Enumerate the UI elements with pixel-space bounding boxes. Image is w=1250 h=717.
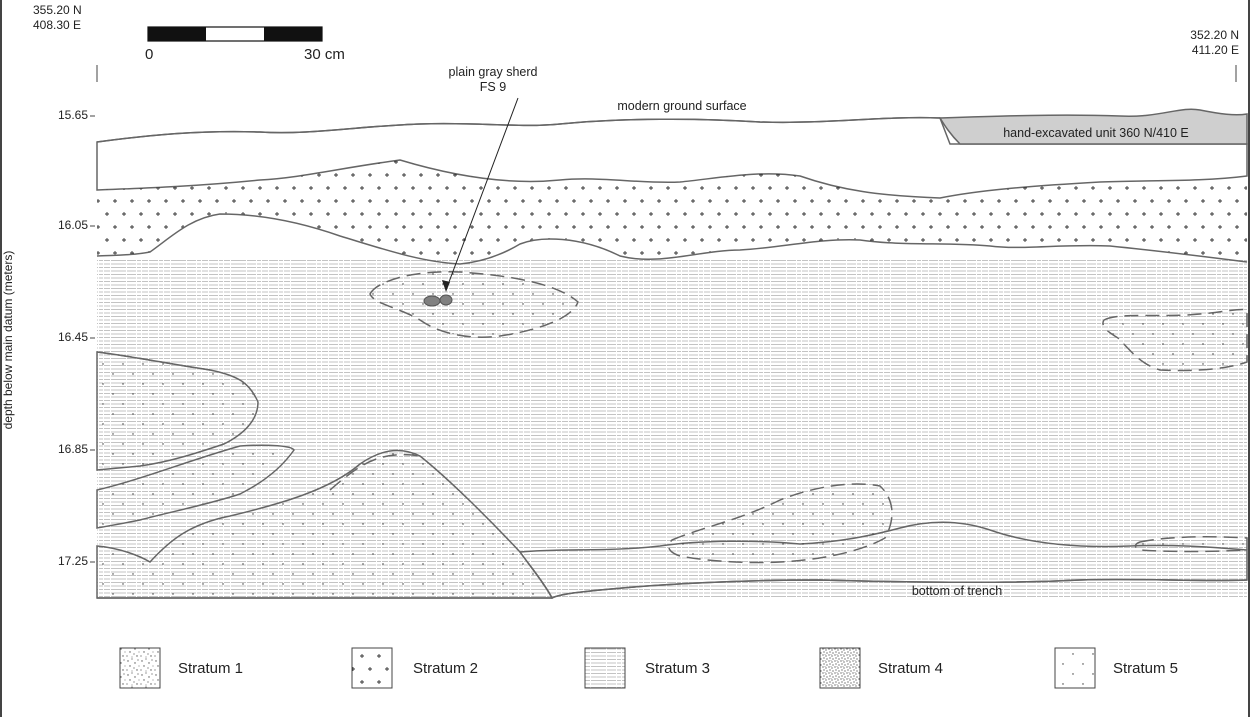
legend-swatch-stratum-2	[351, 647, 393, 689]
corner-right-east: 411.20 E	[1192, 43, 1239, 57]
hand-excavated-unit	[938, 108, 1248, 145]
legend-label: Stratum 1	[178, 660, 243, 677]
stratum-5-right-lens	[1102, 308, 1248, 372]
legend-swatch-stratum-5	[1054, 647, 1096, 689]
depth-tick-label: 15.65	[58, 108, 88, 122]
stratum-5-edge-lens	[1134, 536, 1248, 553]
sherd-label: plain gray sherd	[449, 65, 538, 79]
sherd-arrow	[445, 97, 519, 291]
corner-left-east: 408.30 E	[33, 18, 81, 32]
legend-label: Stratum 2	[413, 660, 478, 677]
sherd-arrow-head	[442, 280, 450, 292]
depth-tick-label: 16.85	[58, 442, 88, 456]
depth-axis: 15.65 16.05 16.45 16.85 17.25 depth belo…	[1, 108, 95, 568]
legend-swatch-stratum-3	[584, 647, 626, 689]
corner-right-north: 352.20 N	[1190, 28, 1239, 42]
legend-label: Stratum 5	[1113, 660, 1178, 677]
profile-body	[96, 108, 1248, 600]
depth-tick-label: 17.25	[58, 554, 88, 568]
sherd-fs-label: FS 9	[480, 80, 506, 94]
legend: Stratum 1 Stratum 2 Stratum 3 Stratum 4 …	[119, 647, 1178, 689]
scale-bar-start: 0	[145, 46, 153, 63]
legend-label: Stratum 4	[878, 660, 943, 677]
stratum-5-left-lower	[96, 444, 295, 529]
depth-axis-title: depth below main datum (meters)	[1, 251, 15, 430]
hand-unit-label: hand-excavated unit 360 N/410 E	[1003, 126, 1189, 140]
scale-bar-end: 30 cm	[304, 46, 345, 63]
stratum-5-lens	[369, 271, 579, 338]
stratum-2-area	[97, 160, 1247, 264]
legend-swatch-stratum-1	[119, 647, 161, 689]
stratum-5-bottom-lens	[667, 483, 893, 564]
legend-label: Stratum 3	[645, 660, 710, 677]
legend-swatch-stratum-4	[819, 647, 861, 689]
trench-bottom-label: bottom of trench	[912, 584, 1002, 598]
depth-tick-label: 16.45	[58, 330, 88, 344]
depth-tick-label: 16.05	[58, 218, 88, 232]
sherd-marker	[423, 294, 453, 307]
corner-left-north: 355.20 N	[33, 3, 82, 17]
scale-bar: 0 30 cm	[145, 26, 345, 63]
ground-surface-label: modern ground surface	[617, 99, 746, 113]
